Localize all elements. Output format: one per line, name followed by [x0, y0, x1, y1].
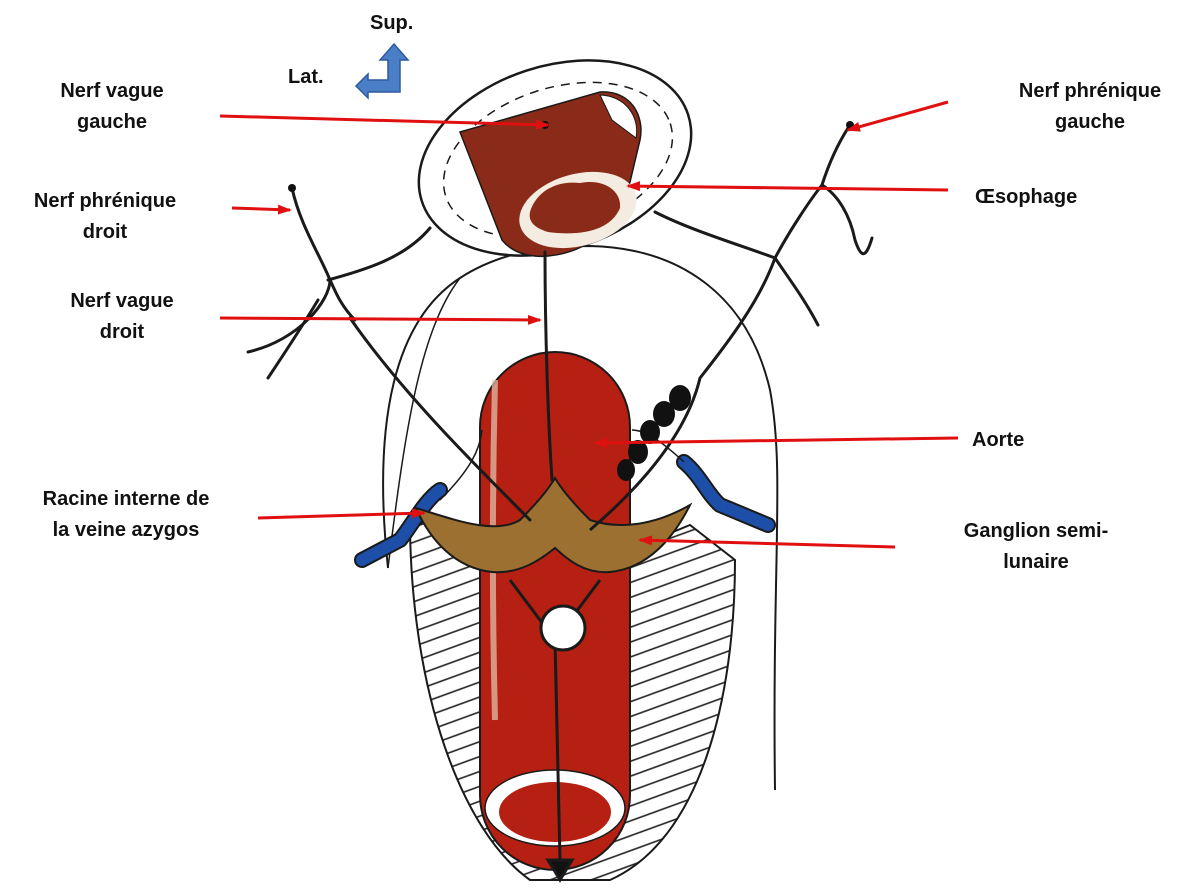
label-nerf-phrenique-droit: Nerf phrénique droit: [2, 186, 208, 248]
label-racine-azygos: Racine interne de la veine azygos: [4, 484, 248, 546]
arrow-nerf-phrenique-gauche: [848, 102, 948, 130]
label-nerf-vague-gauche: Nerf vague gauche: [22, 76, 202, 138]
orientation-lat-label: Lat.: [288, 66, 324, 89]
label-ganglion-semilunaire: Ganglion semi- lunaire: [926, 516, 1146, 578]
esophagus: [393, 27, 716, 289]
label-oesophage: Œsophage: [975, 182, 1115, 213]
label-nerf-vague-droit: Nerf vague droit: [22, 286, 222, 348]
label-nerf-phrenique-gauche: Nerf phrénique gauche: [990, 76, 1190, 138]
arrow-racine-azygos: [258, 513, 424, 518]
left-phrenic-nerve: [655, 125, 872, 378]
label-aorte: Aorte: [972, 425, 1072, 456]
orientation-arrow-icon: [356, 44, 408, 98]
arrow-nerf-phrenique-droit: [232, 208, 290, 210]
orientation-sup-label: Sup.: [370, 12, 413, 35]
arrow-nerf-vague-droit: [220, 318, 540, 320]
right-phrenic-nerve: [248, 188, 430, 378]
arrow-oesophage: [628, 186, 948, 190]
